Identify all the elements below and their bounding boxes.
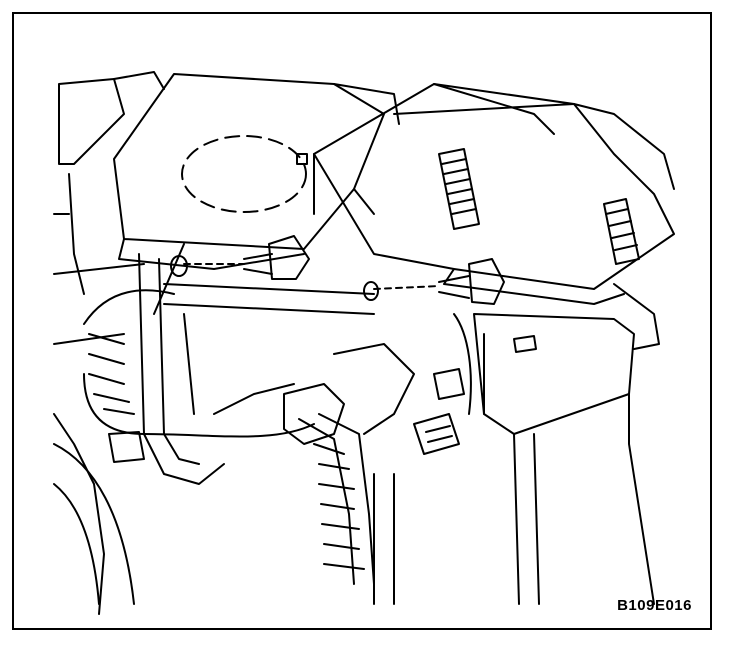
connectors — [108, 313, 472, 463]
lower-left-housing — [53, 443, 135, 605]
technical-illustration — [53, 71, 675, 615]
structural-lines — [153, 103, 575, 605]
left-structure — [53, 71, 165, 615]
bolts — [170, 235, 505, 305]
right-upper-plate — [313, 83, 675, 350]
wiring-harness — [83, 289, 415, 585]
vertical-tube — [138, 253, 225, 485]
mounting-bracket — [113, 73, 400, 270]
diagram-frame: B109E016 — [12, 12, 712, 630]
figure-code: B109E016 — [617, 597, 692, 614]
threaded-studs — [438, 148, 640, 265]
horizontal-rail — [163, 283, 375, 415]
lower-housing — [473, 313, 655, 605]
